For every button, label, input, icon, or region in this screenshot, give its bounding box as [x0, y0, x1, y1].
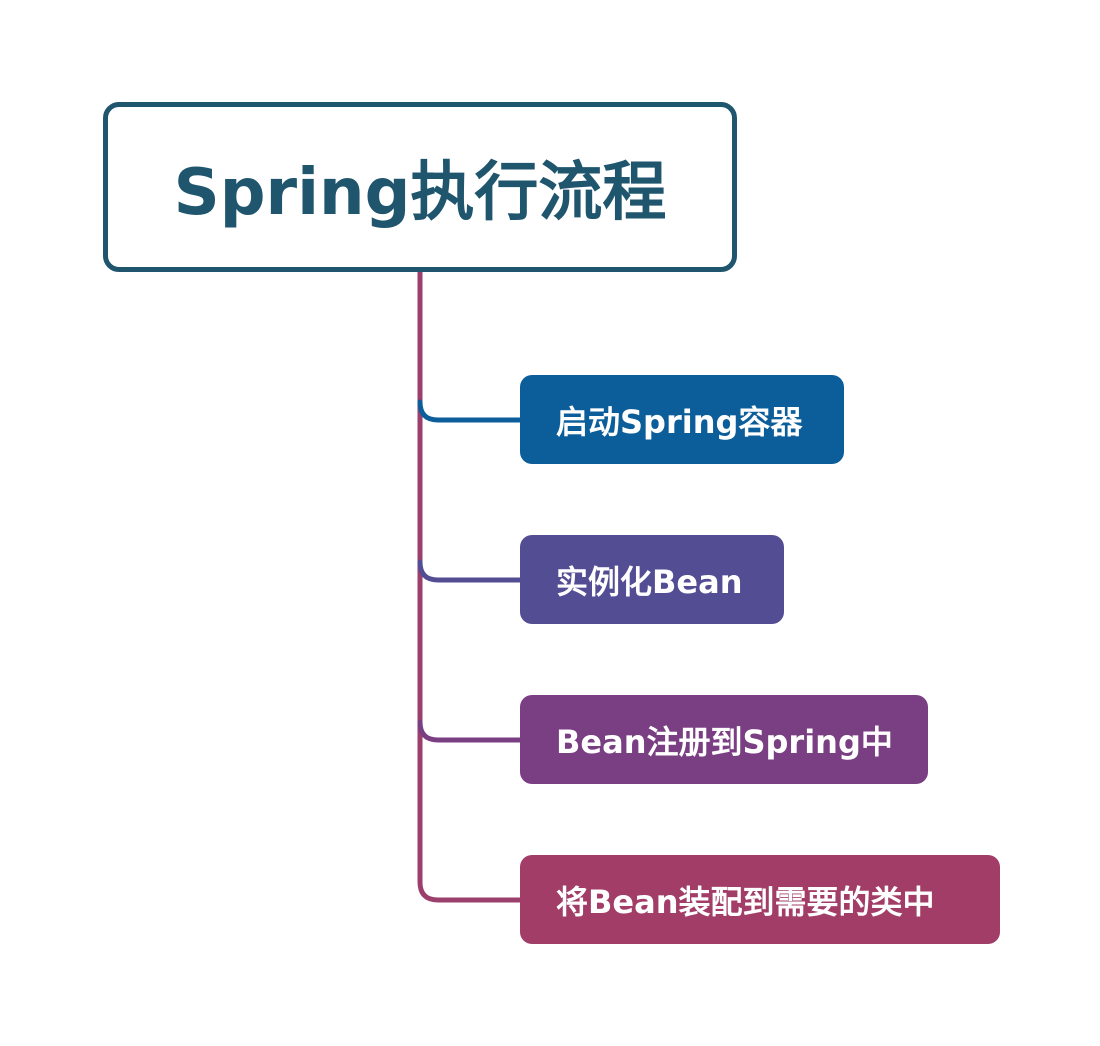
step-label: Bean注册到Spring中 — [556, 722, 893, 761]
branch-line-1 — [417, 399, 523, 423]
trunk-line — [417, 269, 523, 903]
step-node-register-bean: Bean注册到Spring中 — [520, 695, 928, 784]
step-node-instantiate-bean: 实例化Bean — [520, 535, 784, 624]
root-node: Spring执行流程 — [103, 102, 737, 272]
step-node-wire-bean: 将Bean装配到需要的类中 — [520, 855, 1000, 944]
step-label: 将Bean装配到需要的类中 — [556, 882, 935, 921]
root-title: Spring执行流程 — [173, 156, 667, 230]
branch-line-3 — [417, 719, 523, 743]
step-label: 实例化Bean — [556, 562, 743, 601]
step-label: 启动Spring容器 — [556, 402, 803, 441]
step-node-start-container: 启动Spring容器 — [520, 375, 844, 464]
branch-line-2 — [417, 559, 523, 583]
